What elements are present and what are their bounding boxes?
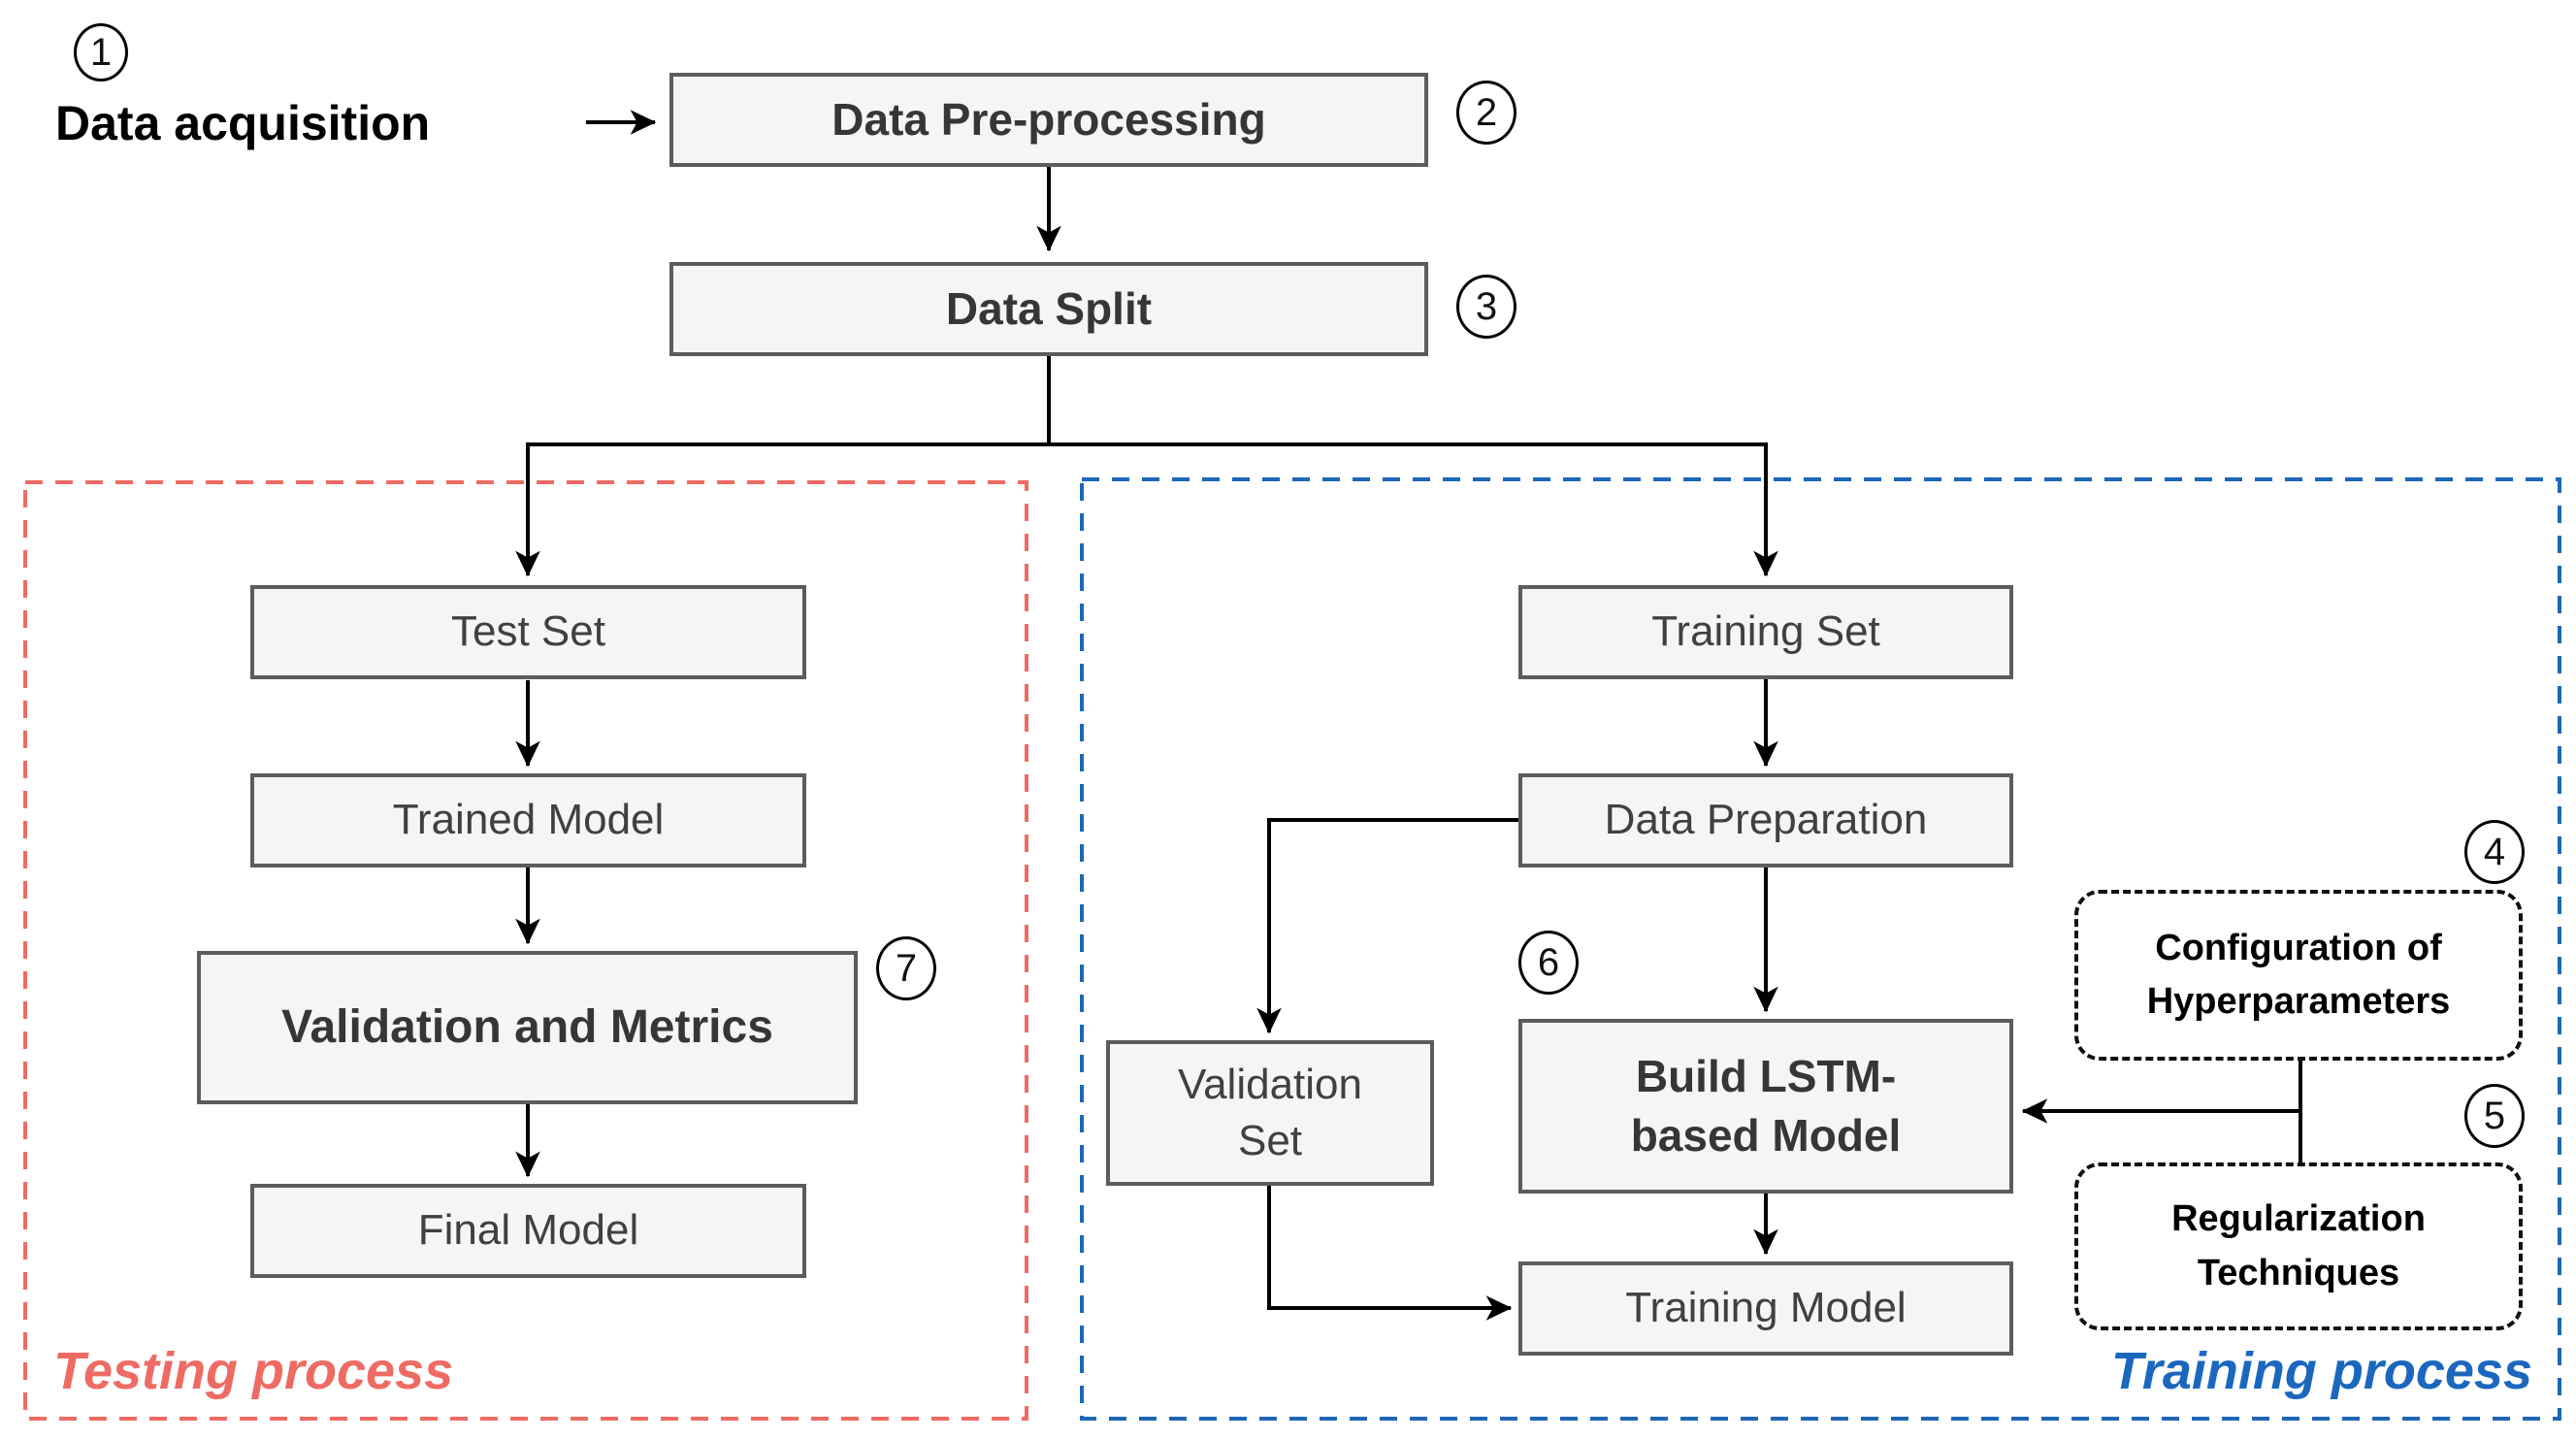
training-process-label: Training process (2110, 1342, 2532, 1400)
node-training-set: Training Set (1518, 585, 2013, 679)
testing-process-label: Testing process (53, 1342, 454, 1400)
node-build-lstm-line2: based Model (1630, 1110, 1902, 1161)
step-badge-6: 6 (1518, 931, 1579, 995)
node-trained-model: Trained Model (250, 773, 806, 867)
node-validation-set-line1: Validation (1178, 1060, 1362, 1108)
step-badge-4: 4 (2464, 820, 2525, 884)
node-trained-model-label: Trained Model (392, 796, 665, 844)
training-region-outline (1080, 477, 2561, 1421)
node-data-split: Data Split (669, 262, 1428, 356)
node-build-lstm-based-model: Build LSTM- based Model (1518, 1019, 2013, 1194)
node-data-preprocessing: Data Pre-processing (669, 73, 1428, 167)
node-regularization-techniques: Regularization Techniques (2074, 1162, 2523, 1330)
step-badge-5: 5 (2464, 1084, 2525, 1148)
step-badge-3: 3 (1456, 275, 1516, 339)
connector-validation-set-to-training-model (1267, 1186, 1513, 1321)
node-data-preparation: Data Preparation (1518, 773, 2013, 867)
connector-data-preparation-to-validation-set (1256, 818, 1518, 1034)
testing-region-outline (23, 480, 1028, 1421)
node-final-model-label: Final Model (417, 1206, 639, 1255)
step-badge-7: 7 (876, 936, 936, 1000)
node-regularization-line1: Regularization (2171, 1198, 2426, 1240)
node-regularization-line2: Techniques (2197, 1252, 2400, 1293)
node-test-set-label: Test Set (451, 607, 605, 656)
node-config-hyperparameters-line1: Configuration of (2155, 927, 2442, 968)
node-validation-set: Validation Set (1106, 1040, 1434, 1186)
node-build-lstm-line1: Build LSTM- (1635, 1051, 1897, 1102)
node-validation-and-metrics: Validation and Metrics (197, 951, 858, 1104)
node-config-hyperparameters-line2: Hyperparameters (2146, 981, 2451, 1022)
node-data-preparation-label: Data Preparation (1604, 796, 1928, 844)
node-final-model: Final Model (250, 1184, 806, 1278)
node-data-preprocessing-label: Data Pre-processing (831, 94, 1266, 146)
node-validation-and-metrics-label: Validation and Metrics (281, 1001, 773, 1054)
node-data-split-label: Data Split (945, 283, 1153, 335)
node-configuration-of-hyperparameters: Configuration of Hyperparameters (2074, 890, 2523, 1061)
node-validation-set-line2: Set (1237, 1117, 1303, 1164)
node-test-set: Test Set (250, 585, 806, 679)
step-badge-2: 2 (1456, 81, 1516, 145)
node-training-model-label: Training Model (1625, 1284, 1907, 1332)
node-training-model: Training Model (1518, 1261, 2013, 1356)
data-acquisition-label: Data acquisition (55, 96, 431, 150)
node-training-set-label: Training Set (1651, 607, 1880, 656)
step-badge-1: 1 (74, 23, 128, 82)
